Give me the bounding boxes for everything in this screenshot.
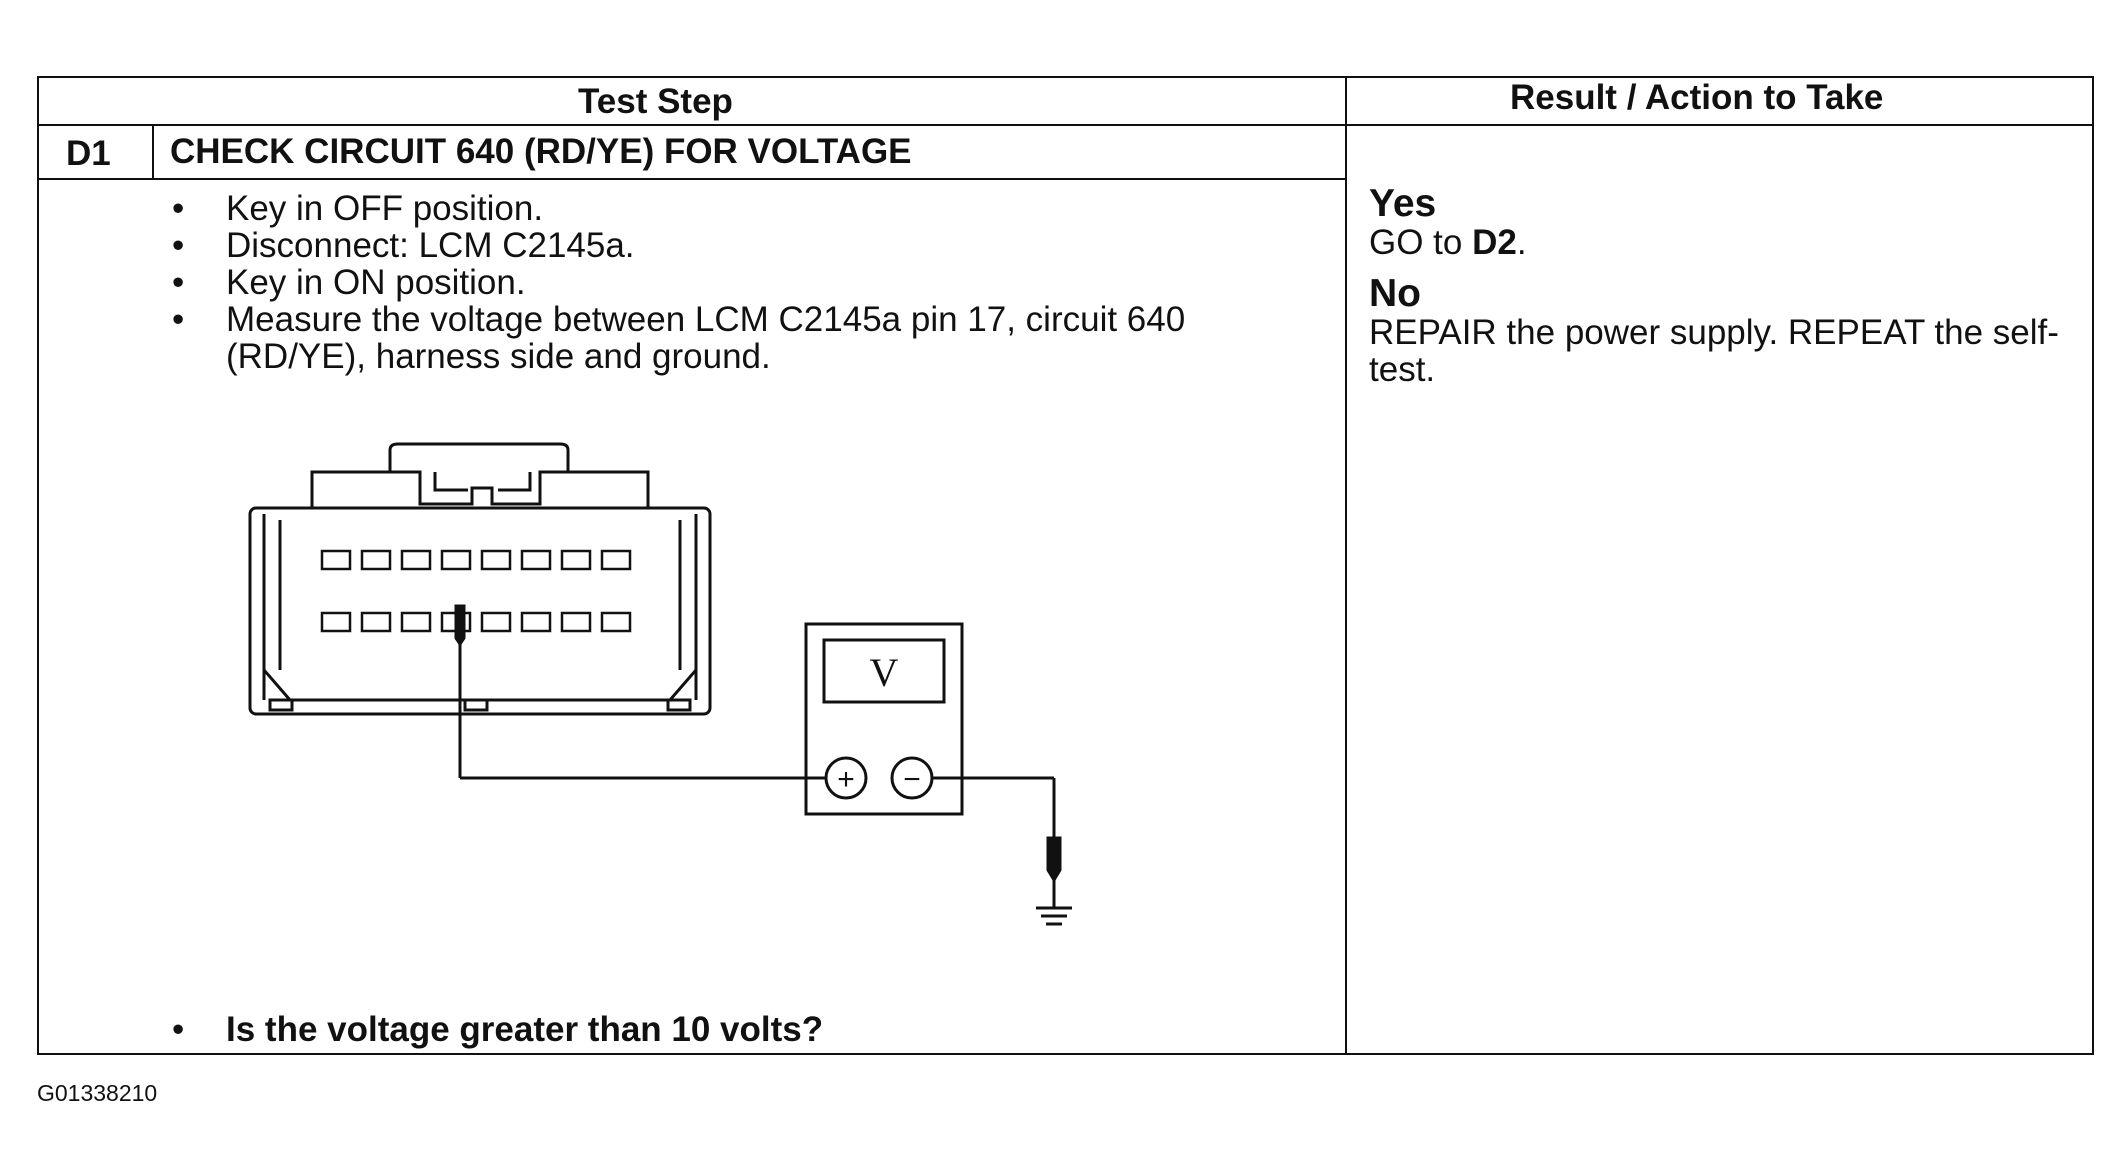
result-no-label: No (1369, 272, 1421, 315)
header-result: Result / Action to Take (1510, 78, 1884, 117)
decision-question: Is the voltage greater than 10 volts? (172, 1010, 823, 1050)
result-yes-label: Yes (1369, 182, 1437, 225)
step-item: Disconnect: LCM C2145a. (172, 227, 1256, 264)
step-title: CHECK CIRCUIT 640 (RD/YE) FOR VOLTAGE (170, 132, 912, 171)
figure-id: G01338210 (37, 1080, 158, 1106)
step-id: D1 (66, 134, 111, 173)
result-yes-suffix: . (1516, 223, 1527, 262)
column-divider (1345, 76, 1347, 1055)
procedure-table (37, 76, 2094, 1055)
step-instructions: Key in OFF position. Disconnect: LCM C21… (172, 190, 1256, 375)
step-item: Measure the voltage between LCM C2145a p… (172, 301, 1256, 375)
step-id-divider (152, 124, 154, 180)
result-no-action: REPAIR the power supply. REPEAT the self… (1369, 313, 2059, 389)
header-test-step: Test Step (578, 82, 733, 121)
result-yes-target: D2 (1472, 223, 1517, 262)
step-title-divider (37, 178, 1347, 180)
step-item: Key in ON position. (172, 264, 1256, 301)
header-divider (37, 124, 2094, 126)
meter-minus-terminal: − (903, 763, 921, 796)
meter-display-symbol: V (870, 650, 899, 695)
ground-icon (1036, 836, 1072, 926)
result-yes-action: GO to D2. (1369, 224, 2089, 261)
result-yes-prefix: GO to (1369, 223, 1473, 262)
step-item: Key in OFF position. (172, 190, 1256, 227)
meter-plus-terminal: + (837, 763, 855, 796)
connector-diagram: V + − (248, 442, 1072, 926)
